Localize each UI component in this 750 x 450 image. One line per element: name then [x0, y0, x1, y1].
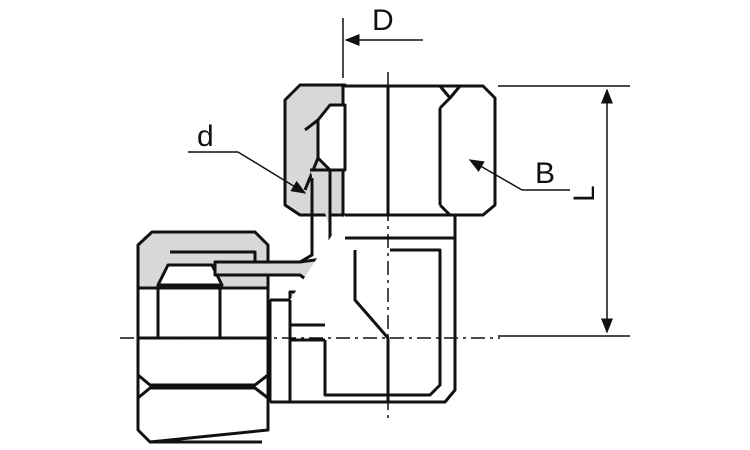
elbow-body — [268, 213, 457, 404]
dimension-L — [498, 85, 630, 337]
label-B: B — [535, 157, 555, 190]
lower-nut-hex — [136, 286, 270, 444]
upper-olive — [303, 103, 347, 191]
label-D: D — [372, 4, 394, 37]
leader-B — [468, 159, 570, 191]
label-L: L — [568, 185, 601, 202]
label-d: d — [197, 120, 214, 153]
elbow-inner-bore — [299, 178, 314, 264]
upper-nut-hex — [341, 84, 497, 217]
dimension-D — [342, 18, 423, 78]
leader-d — [188, 151, 307, 194]
